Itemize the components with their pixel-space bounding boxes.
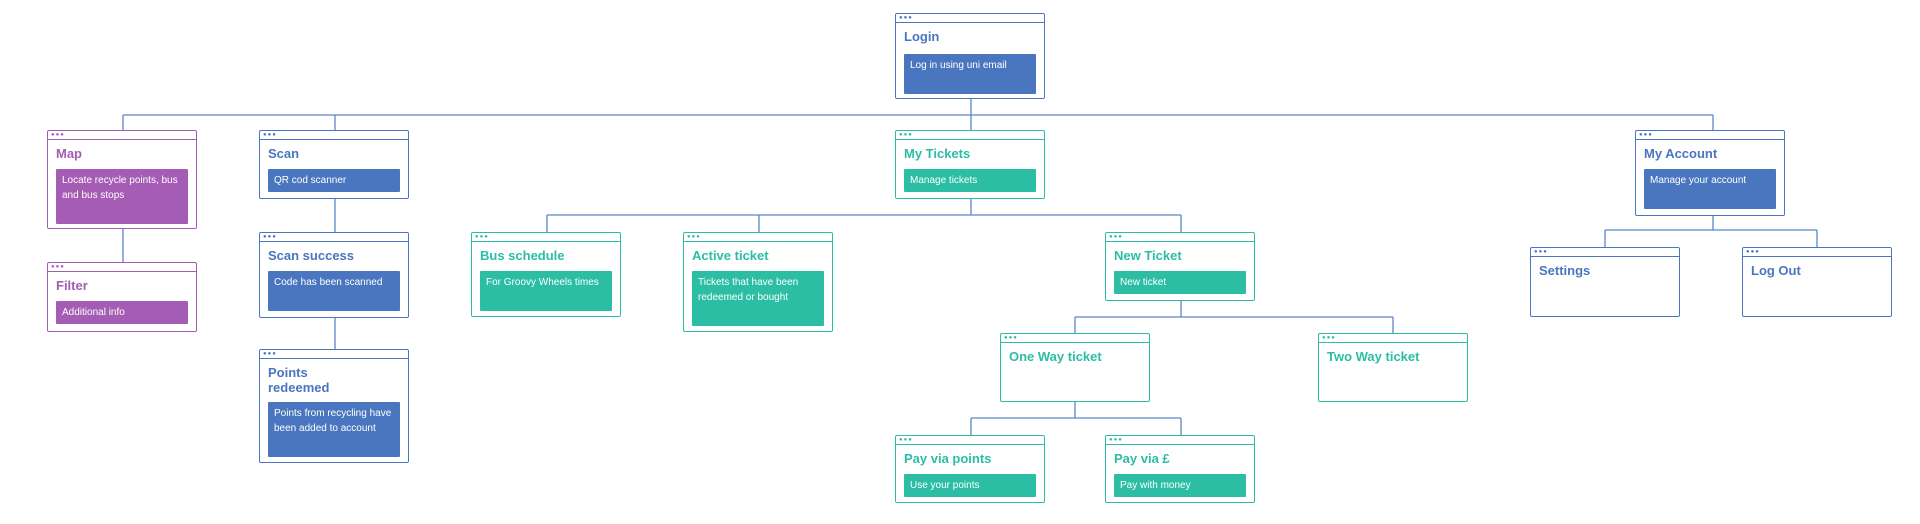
card-description: Locate recycle points, bus and bus stops — [56, 169, 188, 224]
filter-card: Filter Additional info — [47, 262, 197, 332]
window-dots-icon — [263, 235, 277, 239]
scan-success-card: Scan success Code has been scanned — [259, 232, 409, 318]
window-dots-icon — [1109, 438, 1123, 442]
window-dots-icon — [263, 133, 277, 137]
card-title: Scan — [268, 146, 300, 161]
card-description: Code has been scanned — [268, 271, 400, 311]
card-title: My Account — [1644, 146, 1718, 161]
window-dots-icon — [1746, 250, 1760, 254]
card-description: Use your points — [904, 474, 1036, 497]
window-dots-icon — [51, 265, 65, 269]
window-dots-icon — [475, 235, 489, 239]
my-tickets-card: My Tickets Manage tickets — [895, 130, 1045, 199]
bus-schedule-card: Bus schedule For Groovy Wheels times — [471, 232, 621, 317]
card-title: Map — [56, 146, 82, 161]
map-card: Map Locate recycle points, bus and bus s… — [47, 130, 197, 229]
window-titlebar — [260, 350, 408, 359]
card-description: Additional info — [56, 301, 188, 324]
window-dots-icon — [899, 438, 913, 442]
pay-via-points-card: Pay via points Use your points — [895, 435, 1045, 503]
window-titlebar — [260, 233, 408, 242]
card-title: Filter — [56, 278, 88, 293]
window-titlebar — [1001, 334, 1149, 343]
window-dots-icon — [51, 133, 65, 137]
card-description: Manage your account — [1644, 169, 1776, 209]
points-redeemed-card: Points redeemed Points from recycling ha… — [259, 349, 409, 463]
window-titlebar — [896, 131, 1044, 140]
card-title: Log Out — [1751, 263, 1801, 278]
window-titlebar — [896, 436, 1044, 445]
card-title: Pay via £ — [1114, 451, 1170, 466]
window-titlebar — [1106, 436, 1254, 445]
card-title: Settings — [1539, 263, 1591, 278]
card-title: Bus schedule — [480, 248, 565, 263]
card-description: Points from recycling have been added to… — [268, 402, 400, 457]
window-dots-icon — [899, 133, 913, 137]
card-title: Two Way ticket — [1327, 349, 1420, 364]
connector-tickets-bus — [546, 199, 1182, 232]
two-way-ticket-card: Two Way ticket — [1318, 333, 1468, 402]
window-dots-icon — [1322, 336, 1336, 340]
window-dots-icon — [1109, 235, 1123, 239]
card-description: Log in using uni email — [904, 54, 1036, 94]
card-title: Points redeemed — [268, 365, 330, 395]
card-title: One Way ticket — [1009, 349, 1102, 364]
scan-card: Scan QR cod scanner — [259, 130, 409, 199]
card-title: Login — [904, 29, 940, 44]
window-titlebar — [48, 263, 196, 272]
login-card: Login Log in using uni email — [895, 13, 1045, 99]
active-ticket-card: Active ticket Tickets that have been red… — [683, 232, 833, 332]
card-title: Scan success — [268, 248, 355, 263]
connector-oneway-bus — [970, 402, 1182, 435]
window-titlebar — [1319, 334, 1467, 343]
window-titlebar — [1636, 131, 1784, 140]
connector-login-bus — [122, 99, 1714, 130]
window-dots-icon — [687, 235, 701, 239]
card-title: Active ticket — [692, 248, 769, 263]
settings-card: Settings — [1530, 247, 1680, 317]
window-titlebar — [472, 233, 620, 242]
new-ticket-card: New Ticket New ticket — [1105, 232, 1255, 301]
card-description: QR cod scanner — [268, 169, 400, 192]
window-dots-icon — [1534, 250, 1548, 254]
window-titlebar — [896, 14, 1044, 23]
card-title: My Tickets — [904, 146, 971, 161]
one-way-ticket-card: One Way ticket — [1000, 333, 1150, 402]
pay-via-money-card: Pay via £ Pay with money — [1105, 435, 1255, 503]
window-titlebar — [1531, 248, 1679, 257]
log-out-card: Log Out — [1742, 247, 1892, 317]
window-titlebar — [1743, 248, 1891, 257]
window-titlebar — [684, 233, 832, 242]
window-titlebar — [48, 131, 196, 140]
connector-newticket-bus — [1074, 301, 1394, 333]
window-titlebar — [260, 131, 408, 140]
card-title: Pay via points — [904, 451, 992, 466]
window-dots-icon — [1004, 336, 1018, 340]
window-titlebar — [1106, 233, 1254, 242]
window-dots-icon — [899, 16, 913, 20]
card-description: Tickets that have been redeemed or bough… — [692, 271, 824, 326]
my-account-card: My Account Manage your account — [1635, 130, 1785, 216]
window-dots-icon — [263, 352, 277, 356]
card-description: Pay with money — [1114, 474, 1246, 497]
card-description: New ticket — [1114, 271, 1246, 294]
card-description: Manage tickets — [904, 169, 1036, 192]
window-dots-icon — [1639, 133, 1653, 137]
connector-account-bus — [1604, 216, 1818, 247]
card-description: For Groovy Wheels times — [480, 271, 612, 311]
card-title: New Ticket — [1114, 248, 1182, 263]
